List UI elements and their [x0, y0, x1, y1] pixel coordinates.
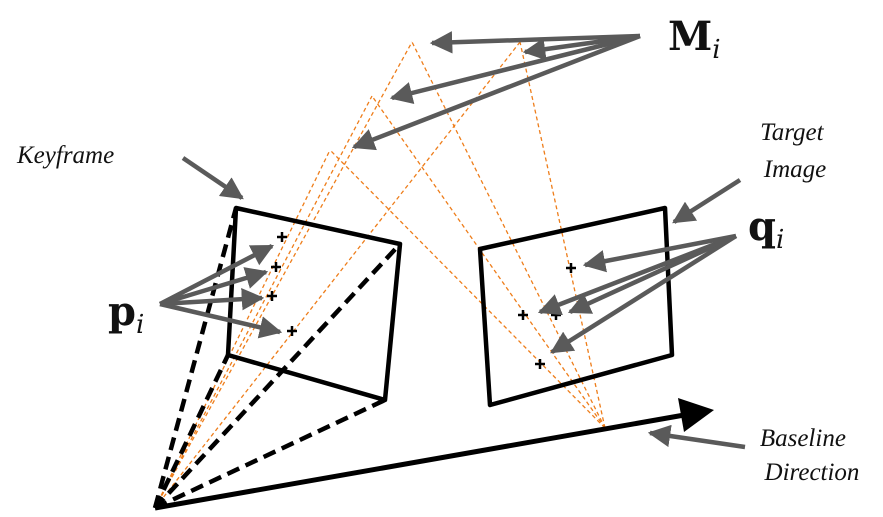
- feature-point: [551, 310, 561, 320]
- target-image-label-line1: Target: [760, 119, 825, 146]
- baseline-label-line1: Baseline: [760, 425, 846, 452]
- target-image-plane: [477, 205, 675, 408]
- keyframe-label: Keyframe: [16, 142, 114, 169]
- feature-point: [277, 232, 287, 242]
- baseline-direction-label: Baseline Direction: [760, 425, 860, 486]
- projection-rays: [154, 41, 606, 509]
- ray-target-to-point-3: [329, 149, 606, 429]
- q-i-label-main: q: [748, 203, 776, 250]
- feature-point: [566, 263, 576, 273]
- feature-point: [267, 291, 277, 301]
- keyframe-plane: [225, 205, 403, 403]
- M-i-label-main: M: [668, 13, 712, 60]
- baseline-arrow: [154, 398, 714, 511]
- q-i-label-sub: i: [776, 225, 784, 255]
- keyframe-annotation-arrow: [181, 156, 244, 200]
- q-annotation-arrows: [537, 233, 738, 354]
- ray-target-to-point-4: [519, 41, 606, 429]
- feature-point: [271, 262, 281, 272]
- M-i-label: Mi: [668, 13, 721, 65]
- feature-point: [287, 326, 297, 336]
- p-i-label-sub: i: [136, 310, 144, 340]
- keyframe-feature-points: [267, 232, 297, 336]
- target-image-label-line2: Image: [763, 156, 826, 183]
- ray-keyframe-to-point-4: [154, 41, 521, 509]
- M-annotation-arrows: [351, 31, 641, 151]
- ray-keyframe-to-point-3: [154, 149, 331, 509]
- baseline-label-line2: Direction: [764, 459, 860, 486]
- baseline-annotation-arrow: [647, 424, 746, 450]
- feature-point: [535, 359, 545, 369]
- target-feature-points: [518, 263, 576, 369]
- p-i-label-main: p: [108, 288, 136, 335]
- target-image-annotation-arrow: [672, 178, 742, 224]
- ray-target-to-point-1: [411, 41, 606, 429]
- ray-target-to-point-2: [371, 95, 606, 429]
- target-image-label: Target Image: [760, 119, 830, 183]
- p-i-label: pi: [108, 288, 144, 340]
- ray-keyframe-to-point-1: [154, 41, 413, 509]
- q-i-label: qi: [748, 203, 784, 255]
- p-annotation-arrows: [158, 244, 283, 339]
- feature-point: [518, 310, 528, 320]
- keyframe-frustum: [152, 207, 402, 511]
- M-i-label-sub: i: [712, 35, 720, 65]
